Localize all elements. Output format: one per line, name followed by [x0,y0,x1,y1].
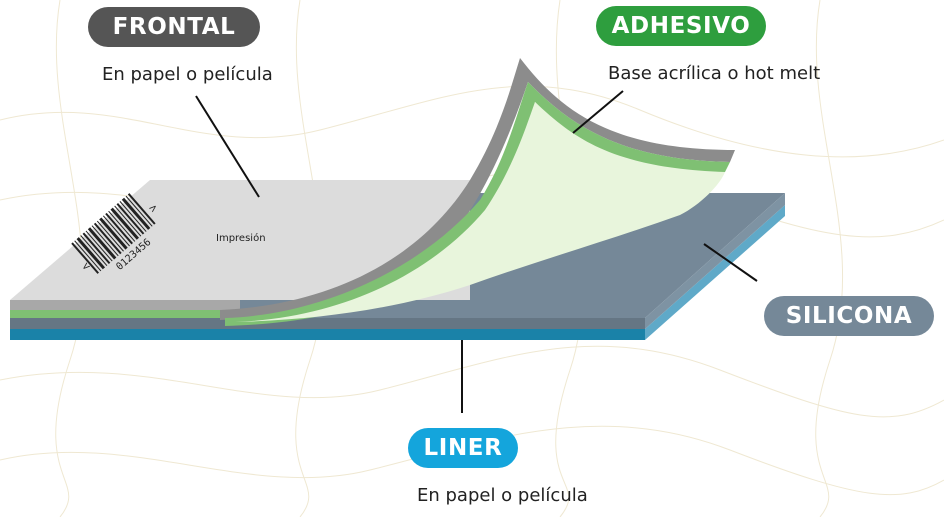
adhesivo-caption: Base acrílica o hot melt [608,63,821,84]
adhesivo-leader-line [572,90,624,134]
adhesive-front-edge [10,310,240,318]
frontal-top-face [10,180,470,300]
frontal-pill: FRONTAL [88,7,260,47]
liner-layer [10,205,785,340]
leader-lines [195,90,758,413]
peeled-frontal-edge [220,58,735,320]
liner-side-edge [645,205,785,340]
frontal-front-edge [10,300,240,310]
frontal-leader-line [195,95,260,198]
print-text: Impresión [216,232,266,244]
frontal-layer [10,180,470,318]
peeled-adhesive-edge [225,82,730,326]
silicona-pill: SILICONA [764,296,934,336]
adhesivo-pill: ADHESIVO [596,6,766,46]
liner-front-edge [10,329,645,340]
liner-pill: LINER [408,428,518,468]
frontal-caption: En papel o película [102,64,273,85]
silicona-leader-line [703,243,758,282]
peeled-label [220,58,735,326]
silicona-side-edge [645,193,785,329]
liner-caption: En papel o película [417,485,588,506]
silicona-front-edge [10,318,645,329]
peeled-adhesive-face [235,102,725,322]
